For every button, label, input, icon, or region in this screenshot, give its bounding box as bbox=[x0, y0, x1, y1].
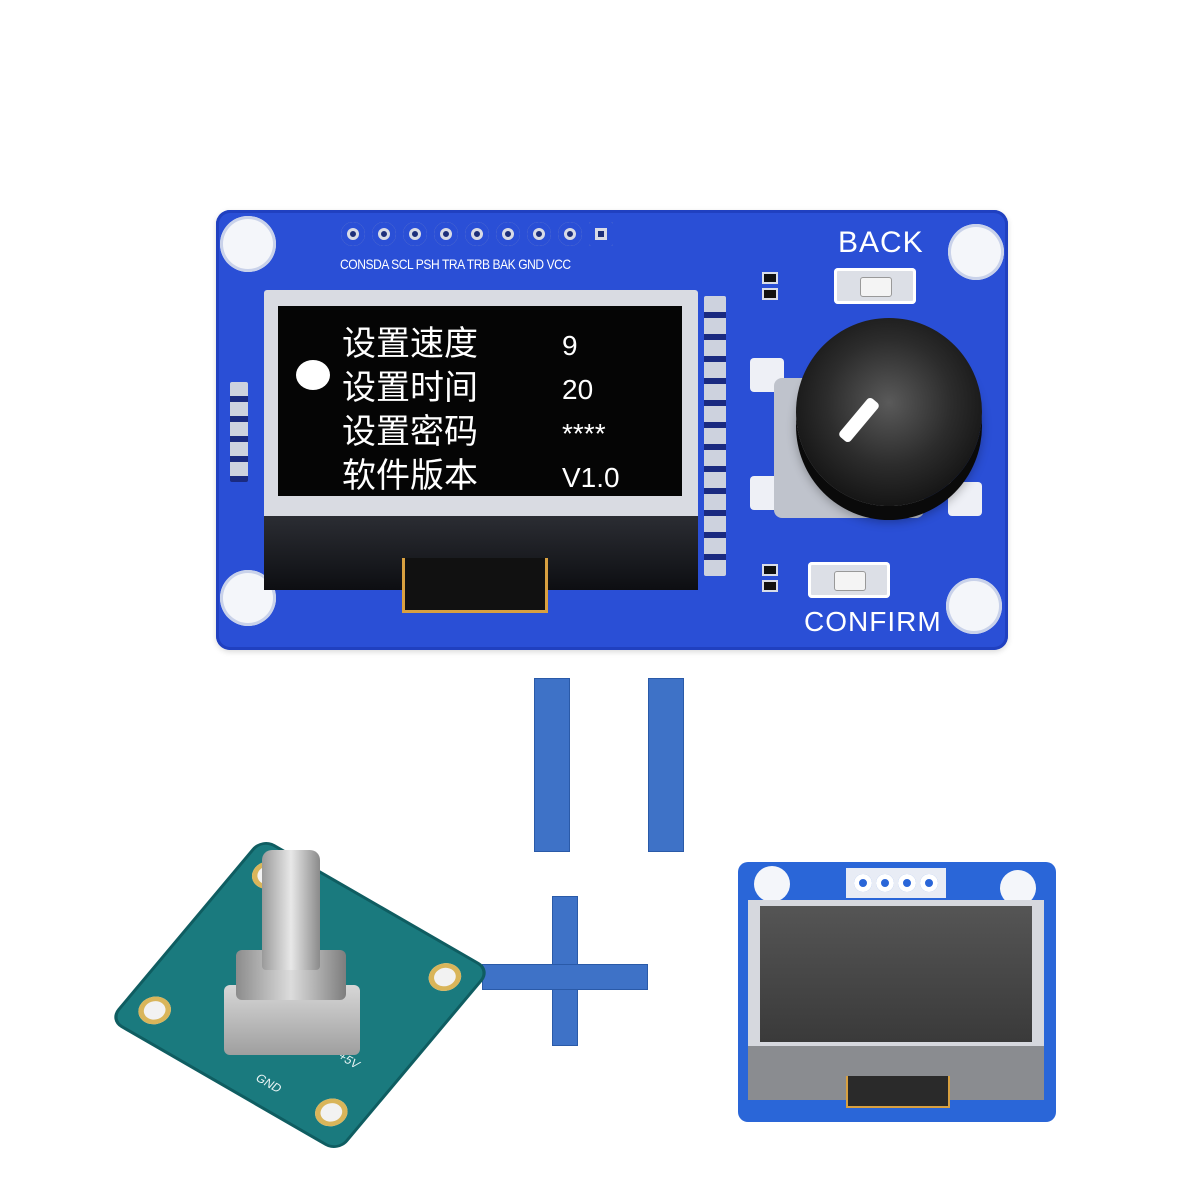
menu-item-value: **** bbox=[562, 418, 606, 449]
header-pin bbox=[558, 222, 582, 246]
menu-item-label: 软件版本 bbox=[342, 456, 478, 496]
back-button[interactable] bbox=[834, 268, 916, 304]
plus-bar-horizontal bbox=[482, 964, 648, 990]
button-cap bbox=[860, 277, 892, 297]
oled-screen: 设置速度 9 设置时间 20 设置密码 **** 软件版本 V1.0 bbox=[278, 306, 682, 496]
header-pin bbox=[898, 874, 916, 892]
header-pin bbox=[854, 874, 872, 892]
confirm-label: CONFIRM bbox=[804, 606, 942, 637]
encoder-pad bbox=[948, 482, 982, 516]
header-pin bbox=[876, 874, 894, 892]
header-pin bbox=[465, 222, 489, 246]
smd-component-column-left bbox=[230, 382, 248, 482]
mount-hole-bottom-right bbox=[946, 578, 1002, 634]
header-pin bbox=[920, 874, 938, 892]
header-pin bbox=[372, 222, 396, 246]
confirm-button[interactable] bbox=[808, 562, 890, 598]
header-pin bbox=[589, 222, 613, 246]
oled-module-screen bbox=[760, 906, 1032, 1042]
smd-component-column bbox=[704, 296, 726, 576]
combined-display-encoder-board: CONSDA SCL PSH TRA TRB BAK GND VCC 设置速度 … bbox=[216, 210, 1008, 650]
menu-item-label: 设置密码 bbox=[342, 412, 478, 452]
smd-resistor bbox=[764, 566, 776, 574]
encoder-mount-hole bbox=[131, 991, 178, 1030]
oled-flex-cable bbox=[846, 1076, 950, 1108]
header-pin bbox=[527, 222, 551, 246]
header-pin bbox=[403, 222, 427, 246]
encoder-mount-hole bbox=[422, 957, 468, 997]
encoder-mount-hole bbox=[308, 1093, 355, 1132]
mount-hole-top-left bbox=[220, 216, 276, 272]
menu-item-value: V1.0 bbox=[562, 462, 620, 493]
menu-item-label: 设置速度 bbox=[342, 324, 478, 364]
oled-display: 设置速度 9 设置时间 20 设置密码 **** 软件版本 V1.0 bbox=[264, 290, 698, 590]
menu-selector-dot bbox=[296, 360, 330, 390]
equals-bar-right bbox=[648, 678, 684, 852]
mount-hole-top-right bbox=[948, 224, 1004, 280]
rotary-knob[interactable] bbox=[796, 318, 982, 506]
oled-mount-hole bbox=[754, 866, 790, 902]
smd-resistor bbox=[764, 290, 776, 298]
encoder-label-gnd: GND bbox=[252, 1071, 285, 1096]
encoder-shaft bbox=[262, 850, 320, 970]
oled-pin-header bbox=[846, 868, 946, 898]
header-pin bbox=[434, 222, 458, 246]
header-pin bbox=[341, 222, 365, 246]
back-label: BACK bbox=[838, 226, 924, 259]
smd-resistor bbox=[764, 274, 776, 282]
menu-item-value: 20 bbox=[562, 374, 594, 405]
button-cap bbox=[834, 571, 866, 591]
oled-module bbox=[738, 862, 1056, 1122]
oled-flex-cable bbox=[402, 558, 548, 613]
menu-item-label: 设置时间 bbox=[342, 368, 478, 408]
oled-glass bbox=[748, 900, 1044, 1100]
pin-labels: CONSDA SCL PSH TRA TRB BAK GND VCC bbox=[340, 256, 571, 272]
menu-item-value: 9 bbox=[562, 330, 578, 361]
equals-bar-left bbox=[534, 678, 570, 852]
pin-header bbox=[341, 222, 619, 250]
smd-resistor bbox=[764, 582, 776, 590]
header-pin bbox=[496, 222, 520, 246]
